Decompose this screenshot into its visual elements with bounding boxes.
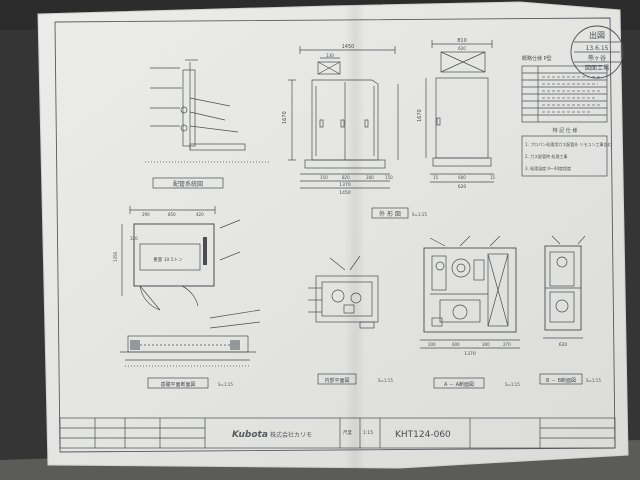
approval-stamp: 出図 13.6.15 熊ヶ谷 図面工場 <box>570 25 624 79</box>
found-height: 1350 <box>113 251 118 262</box>
stamp-section: 図面工場 <box>585 64 609 72</box>
foundation-section: 基礎平面断面図 S=1:15 <box>120 309 261 389</box>
found-top-1: 290 <box>142 212 150 217</box>
side-bottom-3: 15 <box>490 175 496 180</box>
elev-dim-top: 1450 <box>342 44 355 50</box>
elevation-title: 外 形 図 <box>379 210 401 218</box>
section-bb-scale: S=1:15 <box>586 378 601 383</box>
drawing-number: KHT124-060 <box>395 430 451 440</box>
aa-part-3: 300 <box>482 342 490 347</box>
kubota-logo: Kubota <box>232 430 268 440</box>
note-1: 1. プロパン処理用ガス配管外 リモコン工事含む <box>525 141 612 147</box>
side-elevation: 810 620 1670 15 600 15 620 外 形 図 S=1:15 <box>371 38 496 219</box>
aa-total: 1370 <box>464 351 476 357</box>
front-elevation: 1450 130 1670 150 820 280 150 <box>282 44 399 196</box>
elev-bottom-overall: 1450 <box>339 190 351 196</box>
piping-plan: 配管系統図 <box>145 59 270 189</box>
elev-part-1: 150 <box>320 175 328 180</box>
elev-bottom-total: 1370 <box>339 182 351 188</box>
stamp-top: 出図 <box>589 30 605 40</box>
elevation-scale: S=1:15 <box>412 212 427 217</box>
elev-height: 1670 <box>282 111 288 124</box>
aa-part-2: 600 <box>452 342 460 347</box>
internal-scale: S=1:15 <box>378 378 393 383</box>
elev-dim-small: 130 <box>326 53 334 58</box>
section-aa-title: A － A断面図 <box>444 381 474 388</box>
side-dim-top: 810 <box>457 38 467 44</box>
found-top-2: 850 <box>168 212 176 217</box>
section-bb-title: B － B断面図 <box>546 377 576 384</box>
section-aa-scale: S=1:15 <box>505 382 520 387</box>
title-scale-value: 1:15 <box>363 430 373 436</box>
section-bb: 620 B － B断面図 S=1:15 <box>539 235 601 385</box>
foundation-title: 基礎平面断面図 <box>160 381 195 388</box>
side-height: 1670 <box>417 109 423 122</box>
found-label: 重量 10.5トン <box>153 256 183 263</box>
aa-part-1: 200 <box>428 342 436 347</box>
note-3: 3. 給湯温度 0～40度程度 <box>525 165 571 171</box>
stamp-date: 13.6.15 <box>586 45 609 52</box>
elev-part-4: 150 <box>385 175 393 180</box>
foundation-plan: 290 850 420 重量 10.5トン 1350 320 <box>113 206 241 311</box>
spec-block: 概略仕様 P型 特 記 仕 様 1. プロパン処理用ガス配管外 リモコン工事含む… <box>521 55 612 177</box>
title-scale-label: 尺度 <box>343 429 352 436</box>
notes-header: 特 記 仕 様 <box>553 127 578 134</box>
section-aa: 200 600 300 270 1370 A － A断面図 S=1:15 <box>420 235 520 389</box>
title-block: Kubota 株式会社カリモ 尺度 1:15 KHT124-060 <box>59 417 616 449</box>
foundation-scale: S=1:15 <box>218 382 233 387</box>
internal-plan: 内部平面図 S=1:15 <box>308 255 393 385</box>
aa-part-4: 270 <box>503 342 511 347</box>
found-top-3: 420 <box>196 212 204 217</box>
side-dim-inner: 620 <box>458 46 466 51</box>
side-bottom-2: 600 <box>458 175 466 180</box>
note-2: 2. ガス配管時 処理工事 <box>525 153 567 159</box>
found-side: 320 <box>130 236 138 241</box>
internal-title: 内部平面図 <box>324 377 349 384</box>
fold-crease <box>345 4 365 469</box>
bb-total: 620 <box>559 342 568 348</box>
elev-part-2: 820 <box>342 175 350 180</box>
piping-plan-title: 配管系統図 <box>173 180 203 188</box>
side-bottom-total: 620 <box>458 184 467 190</box>
elev-part-3: 280 <box>366 175 374 180</box>
side-bottom-1: 15 <box>433 175 439 180</box>
spec-title: 概略仕様 P型 <box>522 55 552 62</box>
title-company: 株式会社カリモ <box>270 431 312 439</box>
stamp-company: 熊ヶ谷 <box>588 54 606 62</box>
